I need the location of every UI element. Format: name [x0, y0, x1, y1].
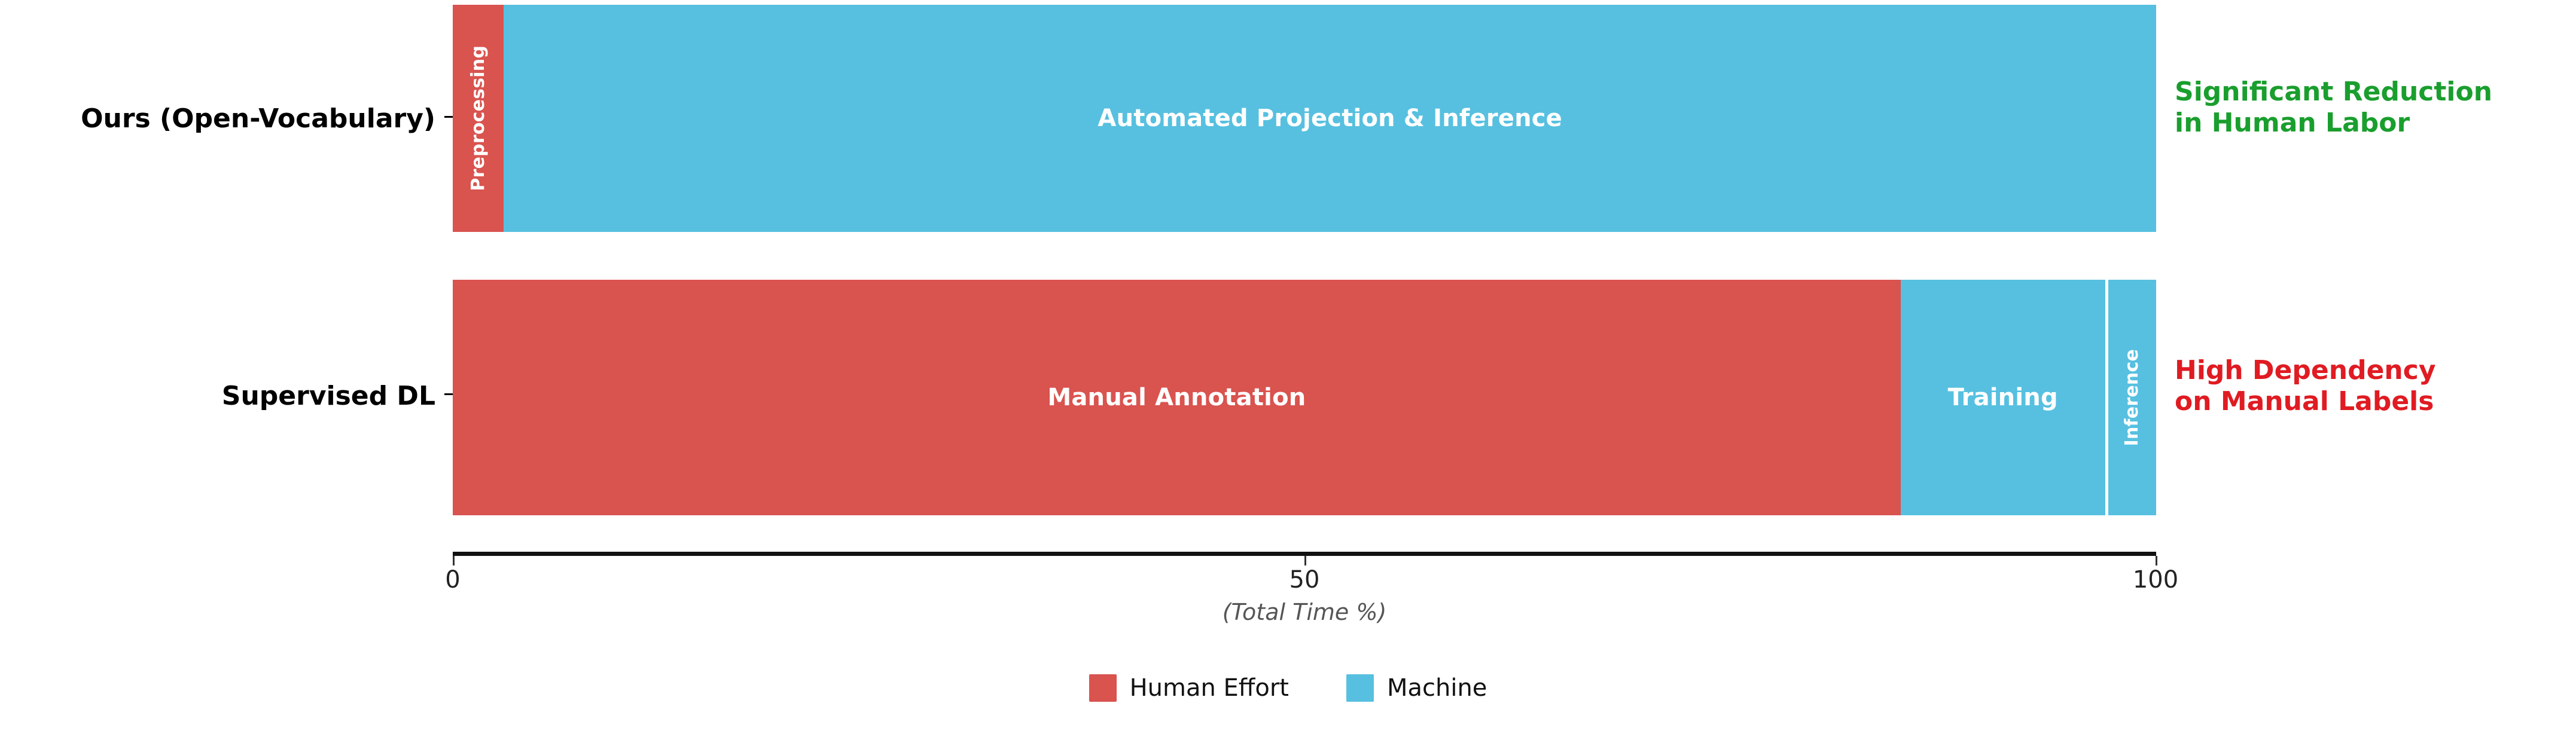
x-axis-title: (Total Time %) — [1222, 599, 1387, 625]
x-tick-mark-50 — [1304, 556, 1306, 565]
bar-segment-manual-annotation[interactable]: Manual Annotation — [453, 280, 1901, 515]
bar-segment-training[interactable]: Training — [1900, 280, 2105, 515]
bar-supervised-dl: Manual Annotation Training Inference — [453, 280, 2156, 515]
y-axis-label-supervised-dl: Supervised DL — [221, 381, 435, 411]
bar-segment-label-preprocessing: Preprocessing — [467, 45, 489, 191]
y-tick-mark-row-1 — [444, 393, 453, 395]
bar-segment-preprocessing[interactable]: Preprocessing — [453, 5, 504, 232]
x-tick-mark-100 — [2156, 556, 2157, 565]
x-tick-label-50: 50 — [1289, 566, 1320, 594]
legend: Human Effort Machine — [0, 674, 2576, 702]
y-tick-mark-row-0 — [444, 116, 453, 118]
annotation-high-dependency: High Dependency on Manual Labels — [2175, 355, 2436, 417]
legend-swatch-machine — [1346, 674, 1374, 702]
x-axis-line — [453, 552, 2156, 556]
bar-segment-label-training: Training — [1947, 384, 2058, 411]
bar-segment-automated-projection-inference[interactable]: Automated Projection & Inference — [504, 5, 2156, 232]
legend-item-human-effort[interactable]: Human Effort — [1089, 674, 1289, 702]
legend-swatch-human-effort — [1089, 674, 1117, 702]
bar-segment-label-inference: Inference — [2121, 348, 2142, 447]
bar-segment-label-automated-projection-inference: Automated Projection & Inference — [1098, 105, 1562, 132]
legend-label-human-effort: Human Effort — [1129, 674, 1289, 702]
x-tick-label-0: 0 — [445, 566, 461, 594]
bar-ours-open-vocabulary: Preprocessing Automated Projection & Inf… — [453, 5, 2156, 232]
bar-segment-inference[interactable]: Inference — [2105, 280, 2156, 515]
annotation-significant-reduction: Significant Reduction in Human Labor — [2175, 77, 2493, 138]
x-tick-mark-0 — [453, 556, 455, 565]
legend-label-machine: Machine — [1386, 674, 1487, 702]
legend-item-machine[interactable]: Machine — [1346, 674, 1487, 702]
x-tick-label-100: 100 — [2132, 566, 2179, 594]
plot-area: Preprocessing Automated Projection & Inf… — [453, 0, 2156, 553]
bar-segment-label-manual-annotation: Manual Annotation — [1047, 384, 1306, 411]
y-axis-label-ours-open-vocabulary: Ours (Open-Vocabulary) — [81, 103, 435, 134]
